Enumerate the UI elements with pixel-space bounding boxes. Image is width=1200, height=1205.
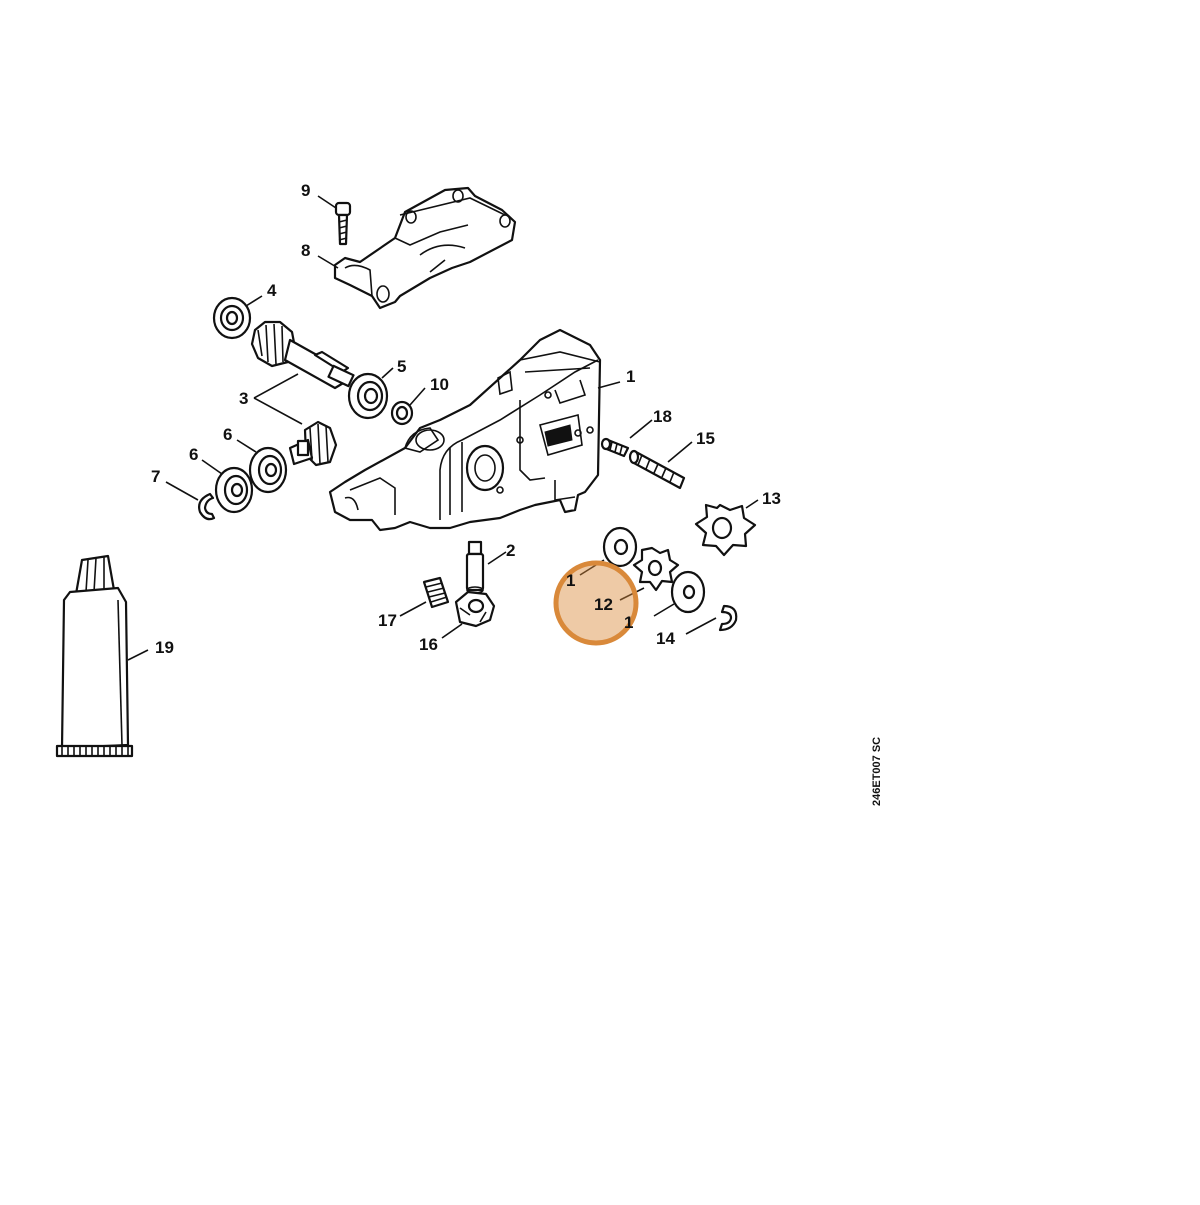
spring-17 — [422, 576, 450, 609]
callout-1-washer-right: 1 — [624, 613, 633, 632]
bearing-6-right — [248, 446, 288, 494]
rim-sprocket-12 — [632, 546, 680, 592]
callout-6-left: 6 — [189, 445, 198, 464]
pin-18 — [600, 437, 630, 458]
callout-16: 16 — [419, 635, 438, 654]
bearing-5 — [347, 372, 389, 420]
callout-10: 10 — [430, 375, 449, 394]
grease-tube-19 — [55, 554, 134, 758]
callout-8: 8 — [301, 241, 310, 260]
callout-2: 2 — [506, 541, 515, 560]
callout-5: 5 — [397, 357, 406, 376]
callout-15: 15 — [696, 429, 715, 448]
leader-lines — [127, 195, 759, 661]
highlight-circle — [553, 560, 639, 646]
callout-1-housing: 1 — [626, 367, 635, 386]
clamp-cover — [333, 186, 517, 310]
callout-4: 4 — [267, 281, 277, 300]
circlip-7 — [198, 492, 216, 521]
washer-right — [670, 570, 706, 614]
callout-12: 12 — [594, 595, 613, 614]
callouts: 9 8 4 3 5 10 6 6 7 1 18 15 13 2 1 12 1 1… — [151, 181, 781, 657]
nut-16 — [454, 590, 496, 628]
callout-3: 3 — [239, 389, 248, 408]
stud-15 — [628, 449, 686, 490]
gear-housing — [328, 328, 602, 532]
sprocket-13 — [694, 503, 757, 557]
callout-6-right: 6 — [223, 425, 232, 444]
bevel-gear-lower — [288, 420, 338, 467]
callout-14: 14 — [656, 629, 675, 648]
diagram-code: 246ET007 SC — [871, 737, 883, 806]
bearing-4 — [212, 296, 252, 340]
callout-18: 18 — [653, 407, 672, 426]
callout-9: 9 — [301, 181, 310, 200]
callout-17: 17 — [378, 611, 397, 630]
washer-left — [602, 526, 638, 568]
screw — [334, 201, 352, 246]
pin-2 — [465, 540, 485, 594]
eclip-14 — [718, 604, 738, 632]
seal-10 — [390, 400, 414, 426]
callout-1-washer-left: 1 — [566, 571, 575, 590]
bearing-6-left — [214, 466, 254, 514]
callout-7: 7 — [151, 467, 160, 486]
callout-13: 13 — [762, 489, 781, 508]
bevel-gear-shaft — [250, 320, 355, 390]
callout-19: 19 — [155, 638, 174, 657]
